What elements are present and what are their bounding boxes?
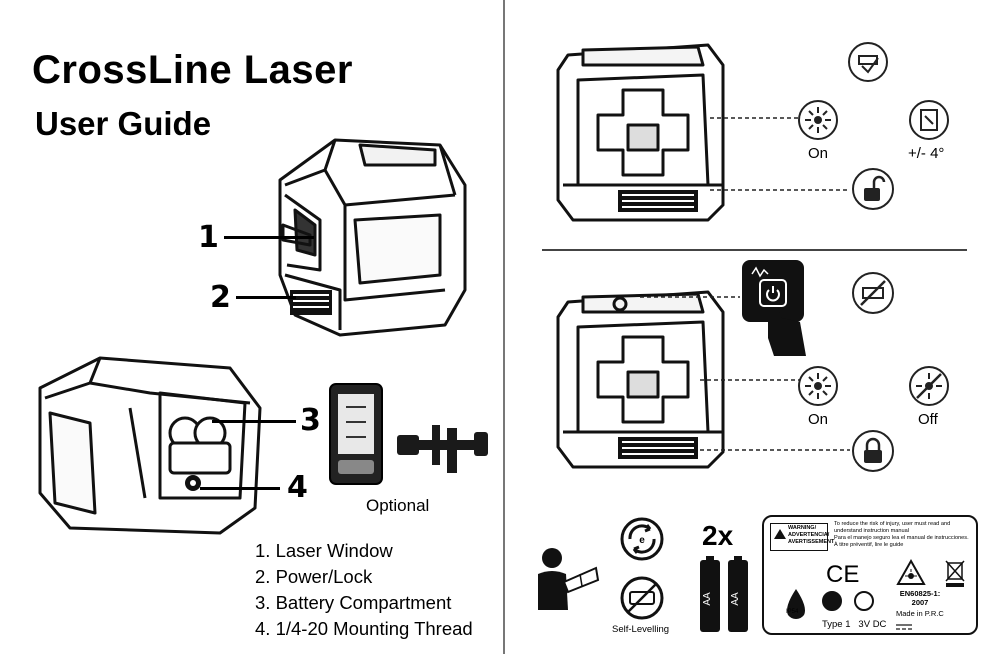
laser-off-icon [909,366,949,406]
on-label-top: On [808,145,829,162]
warning-label-box: WARNING/ ADVERTENCIA/ AVERTISSEMENT To r… [762,515,978,635]
panel-divider-horizontal [542,249,967,251]
leader-lines-top [710,117,850,191]
read-manual-icon [538,548,600,610]
ip-drop-icon [787,589,805,619]
made-in-label: Made in P.R.C [896,609,944,618]
callout-4: 4 [287,470,308,505]
laser-detector-illustration [329,383,383,485]
svg-text:AA: AA [730,592,741,606]
laser-device-unlocked-illustration [556,43,725,222]
callout-3-leader [212,420,296,423]
warning-line: À titre préventif, lire le guide [834,542,904,548]
mounting-clamp-illustration [397,425,488,473]
leveled-icon [848,42,888,82]
dc-symbol-icon [896,624,912,630]
laser-on-icon [798,100,838,140]
tilt-icon [909,100,949,140]
page-divider-vertical [503,0,505,654]
parts-list-item: 2. Power/Lock [255,566,373,587]
laser-warning-icon [896,558,926,585]
svg-text:AA: AA [702,592,713,606]
recycle-icon [854,591,874,611]
warning-line: understand instruction manual [834,528,909,534]
optional-label: Optional [366,496,430,515]
battery-icon: AA AA [700,556,748,632]
ce-mark: CE [826,561,860,588]
off-label: Off [918,411,938,428]
lock-open-icon [852,168,894,210]
parts-list-item: 3. Battery Compartment [255,592,452,613]
laser-on-icon [798,366,838,406]
warning-header-text: WARNING/ ADVERTENCIA/ AVERTISSEMENT [788,525,835,545]
recycle-icon: e [620,517,664,561]
warning-text: To reduce the risk of injury, user must … [834,521,976,549]
callout-1-leader [224,236,314,239]
warning-line: Para el manejo seguro lea el manual de i… [834,535,969,541]
laser-device-locked-illustration [556,290,725,469]
callout-4-leader [200,487,280,490]
callout-3: 3 [300,403,321,438]
warning-line: To reduce the risk of injury, user must … [834,521,951,527]
laser-device-front-illustration [278,138,467,337]
page-title: CrossLine Laser [32,48,353,92]
page-subtitle: User Guide [35,105,212,142]
tilt-label: +/- 4° [908,145,945,162]
power-button-icon [742,260,806,356]
self-levelling-label: Self-Levelling [612,624,670,635]
no-level-icon [852,272,894,314]
type-label: Type 1 3V DC [822,619,887,630]
lens-icon [822,591,842,611]
lock-closed-icon [852,430,894,472]
battery-count-label: 2x [702,520,734,551]
laser-device-bottom-illustration [38,356,262,535]
svg-text:e: e [639,535,645,546]
on-label-bottom: On [808,411,829,428]
self-levelling-icon [620,576,664,620]
weee-bin-icon [945,560,965,587]
parts-list-item: 4. 1/4-20 Mounting Thread [255,618,473,639]
standard-label: EN60825-1: 2007 [899,589,941,607]
callout-2-leader [236,296,296,299]
ip-label: IP54 [786,609,799,615]
callout-2: 2 [210,280,231,315]
parts-list: 1. Laser Window 2. Power/Lock 3. Battery… [255,538,473,642]
parts-list-item: 1. Laser Window [255,540,393,561]
callout-1: 1 [198,220,219,255]
warning-header-box: WARNING/ ADVERTENCIA/ AVERTISSEMENT [770,523,835,551]
leader-lines-bottom [640,296,850,451]
